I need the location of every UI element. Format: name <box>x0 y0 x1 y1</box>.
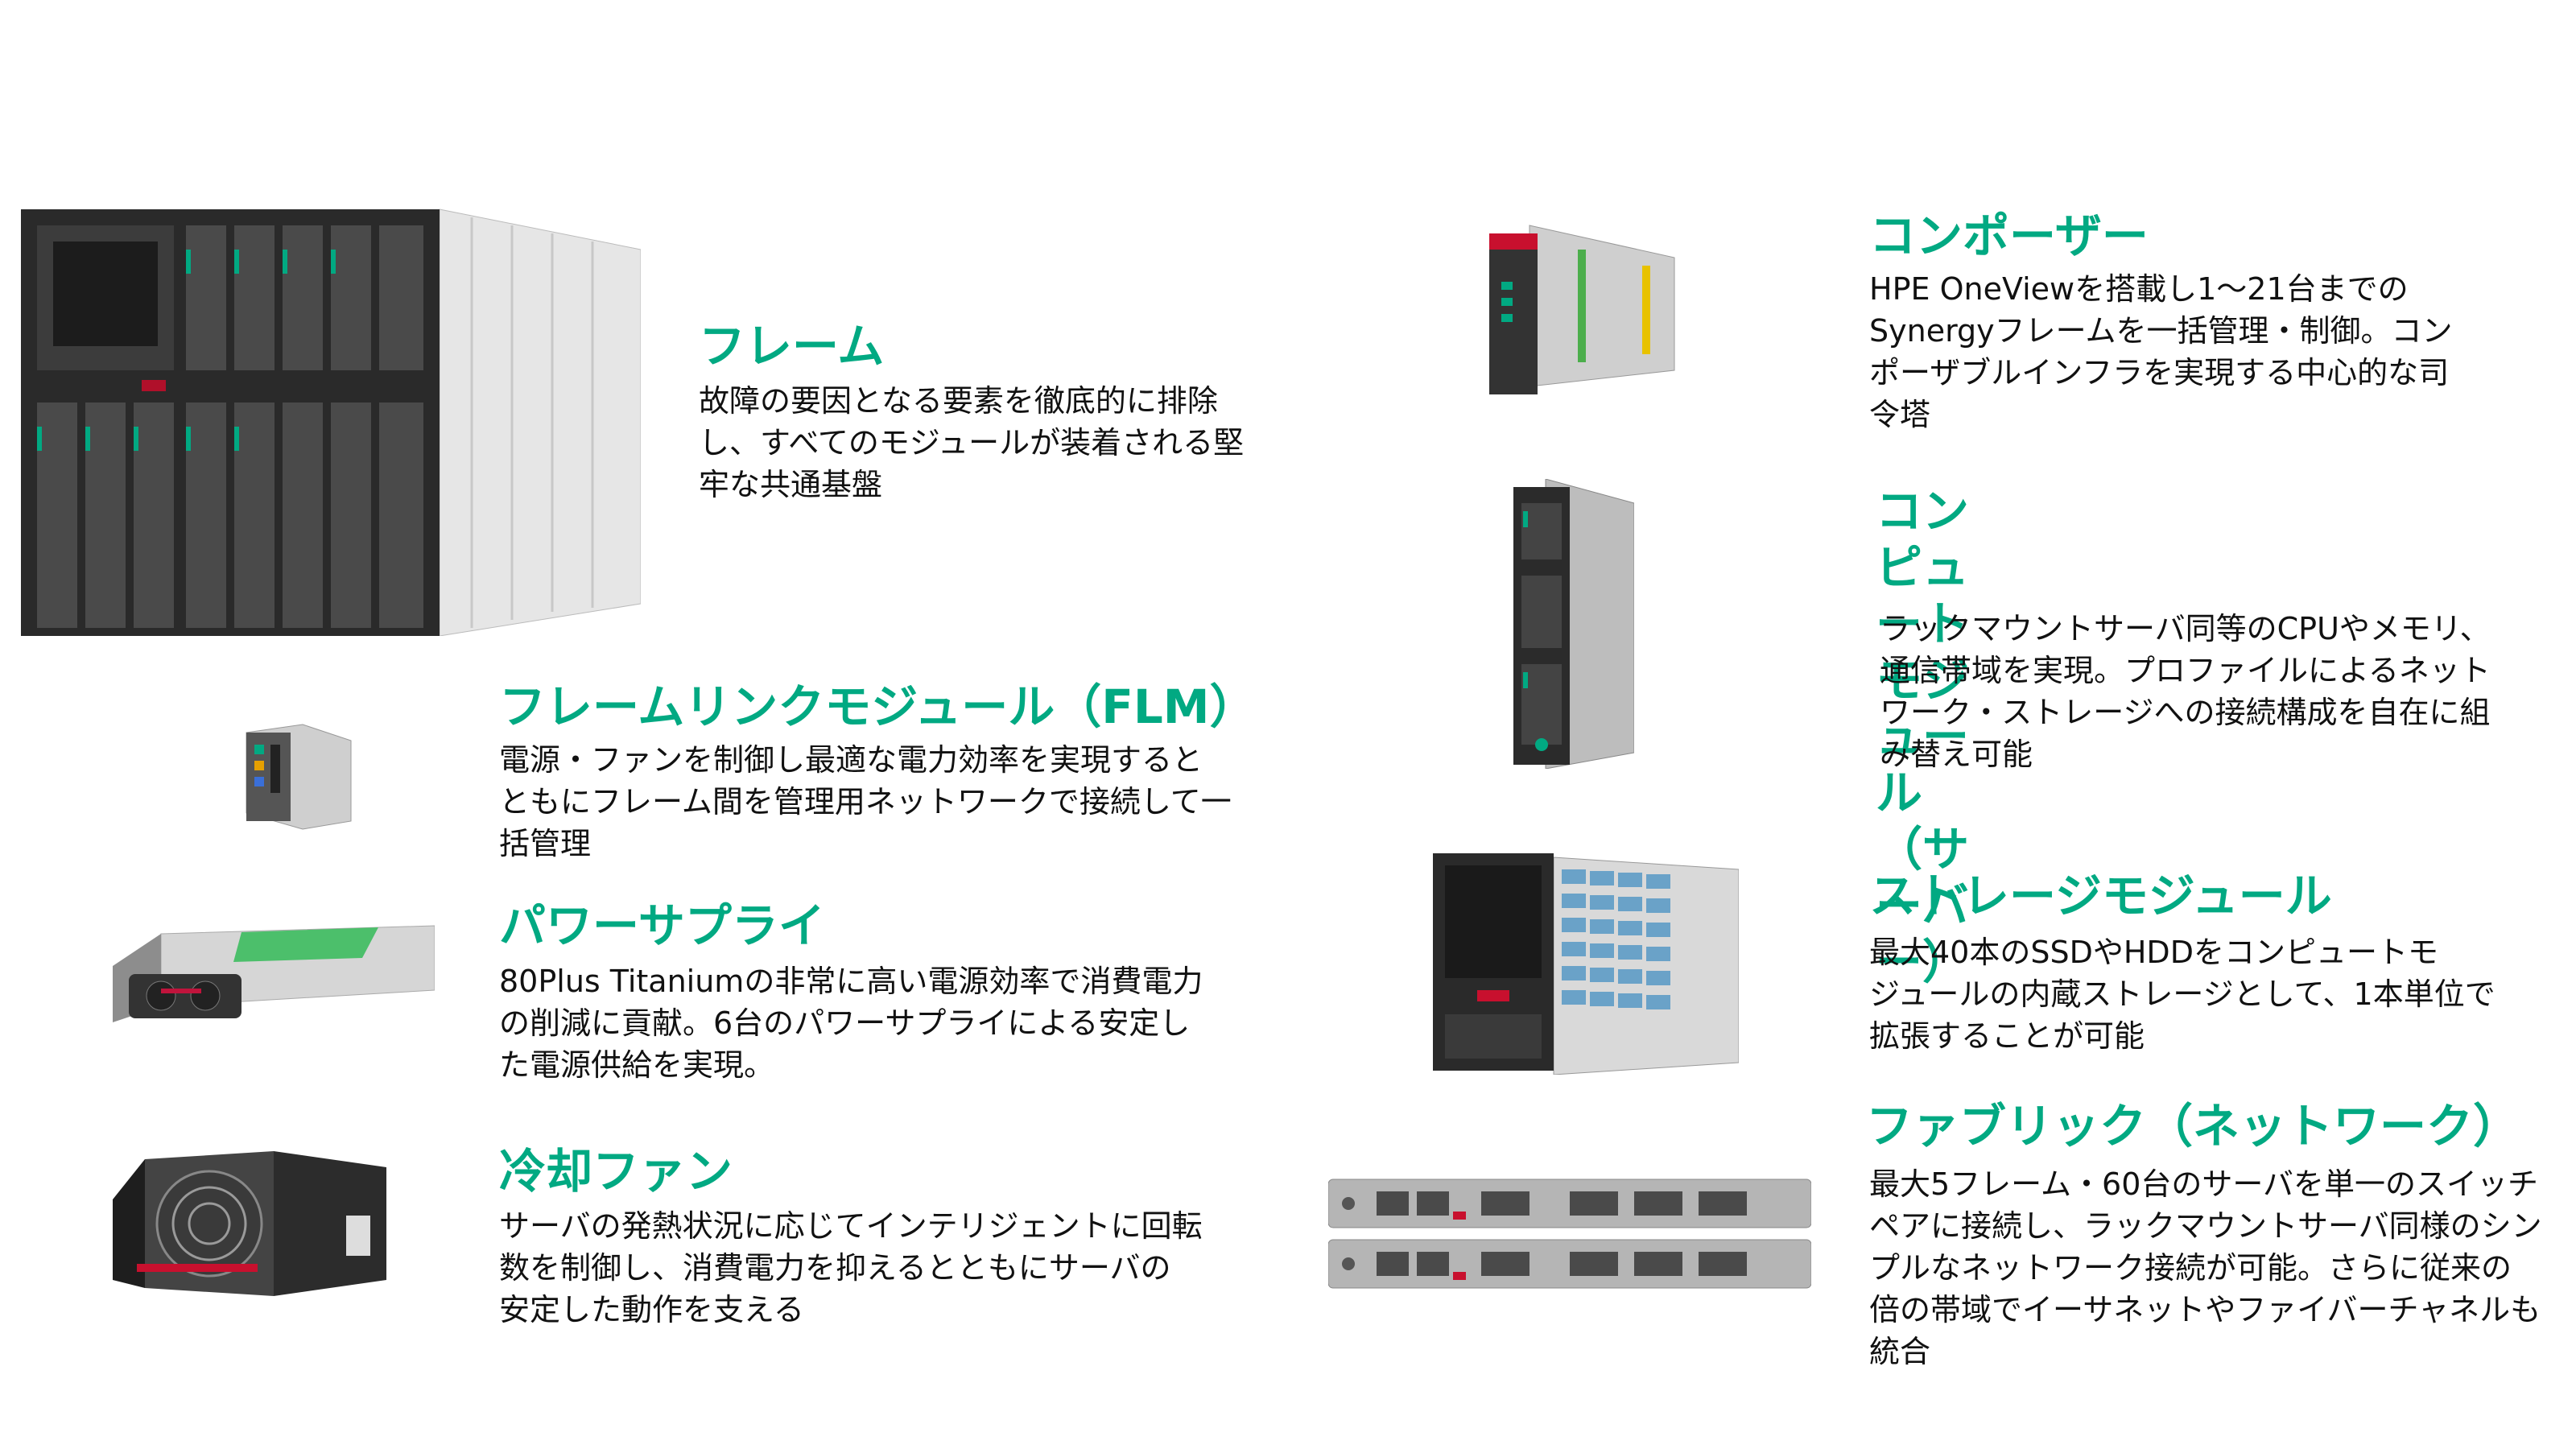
fabric-image <box>1328 1175 1811 1296</box>
composer-title: コンポーザー <box>1869 208 2149 263</box>
frame-description: 故障の要因となる要素を徹底的に排除 し、すべてのモジュールが装着される堅 牢な共… <box>699 383 1245 502</box>
fabric-title: ファブリック（ネットワーク） <box>1866 1099 2520 1154</box>
flm-image <box>238 716 359 837</box>
frame-image <box>21 201 641 636</box>
flm-title: フレームリンクモジュール（FLM） <box>499 679 1257 734</box>
fan-image <box>113 1143 386 1304</box>
compute-image <box>1513 479 1634 769</box>
composer-description: HPE OneViewを搭載し1～21台までの Synergyフレームを一括管理… <box>1869 271 2453 432</box>
psu-image <box>113 918 435 1030</box>
fabric-description: 最大5フレーム・60台のサーバを単一のスイッチ ペアに接続し、ラックマウントサー… <box>1869 1166 2542 1369</box>
compute-description: ラックマウントサーバ同等のCPUやメモリ、 通信帯域を実現。プロファイルによるネ… <box>1880 611 2491 772</box>
fan-description: サーバの発熱状況に応じてインテリジェントに回転 数を制御し、消費電力を抑えるとと… <box>499 1208 1203 1327</box>
fan-title: 冷却ファン <box>499 1144 733 1199</box>
frame-title: フレーム <box>699 319 885 374</box>
compute-title: コンピュートモジュール （サーバー） <box>1876 484 1970 989</box>
storage-image <box>1433 845 1739 1075</box>
composer-image <box>1481 209 1690 402</box>
storage-title: ストレージモジュール <box>1869 869 2332 923</box>
psu-title: パワーサプライ <box>499 898 825 953</box>
flm-description: 電源・ファンを制御し最適な電力効率を実現すると ともにフレーム間を管理用ネットワ… <box>499 742 1232 861</box>
psu-description: 80Plus Titaniumの非常に高い電源効率で消費電力 の削減に貢献。6台… <box>499 964 1203 1083</box>
storage-description: 最大40本のSSDやHDDをコンピュートモ ジュールの内蔵ストレージとして、1本… <box>1869 935 2496 1054</box>
